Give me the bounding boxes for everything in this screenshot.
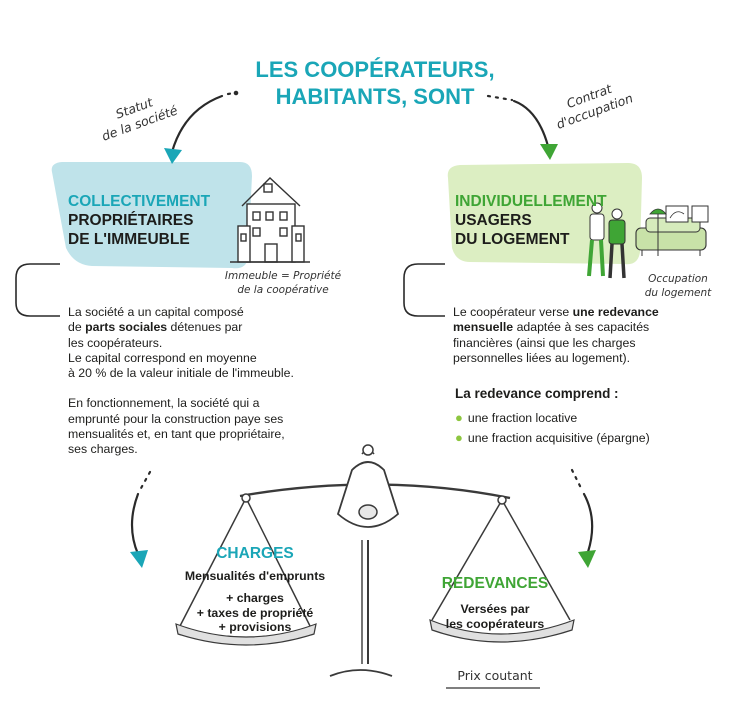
right-desc-line: personnelles liées au logement).: [453, 350, 631, 365]
right-desc-line: Le coopérateur verse une redevance: [453, 305, 723, 320]
left-desc-line: de parts sociales détenues par: [68, 320, 338, 335]
middle-right-arrow: [570, 468, 594, 554]
right-heading-line-2: USAGERS: [455, 212, 532, 229]
left-panel-heading: COLLECTIVEMENT PROPRIÉTAIRES DE L'IMMEUB…: [68, 192, 248, 249]
balance-scale: [179, 444, 571, 677]
redevances-subtitle-line: Versées par: [460, 602, 530, 616]
parts-sociales-emphasis: parts sociales: [85, 320, 168, 335]
right-desc-text: adaptée à ses capacités: [513, 320, 650, 335]
occupation-caption-line-2: du logement: [644, 287, 712, 299]
left-desc-text: détenues par: [167, 320, 243, 335]
left-desc-text: de: [68, 320, 86, 335]
occupation-caption-line-1: Occupation: [648, 273, 708, 285]
building-caption-line-1: Immeuble = Propriété: [224, 270, 342, 282]
left-panel-blob: [51, 162, 252, 269]
left-heading-highlight: COLLECTIVEMENT: [68, 193, 211, 210]
middle-left-arrow: [130, 470, 152, 556]
cost-price-label: Prix coutant: [457, 668, 533, 683]
right-panel-description: Le coopérateur verse une redevance mensu…: [453, 305, 723, 366]
left-desc-line: à 20 % de la valeur initiale de l'immeub…: [68, 366, 294, 381]
residents-illustration: [587, 202, 709, 279]
list-item: ● une fraction locative: [455, 408, 650, 428]
building-icon: [230, 177, 310, 263]
left-desc-line: En fonctionnement, la société qui a: [68, 396, 260, 411]
bullet-icon: ●: [455, 410, 463, 425]
occupation-caption: Occupation du logement: [626, 272, 730, 300]
left-bracket: [15, 263, 60, 317]
redevance-title: La redevance comprend :: [455, 386, 619, 401]
top-left-arrow: [170, 90, 239, 154]
redevances-subtitle-line: les coopérateurs: [445, 617, 545, 631]
middle-left-arrowhead: [130, 550, 148, 568]
mensuelle-emphasis: mensuelle: [453, 320, 514, 335]
charges-item: + taxes de propriété: [196, 605, 314, 620]
redevance-list: ● une fraction locative ● une fraction acq…: [455, 408, 650, 448]
left-desc-line: La société a un capital composé: [68, 305, 244, 319]
right-desc-line: financières (ainsi que les charges: [453, 335, 636, 350]
main-title-line-2: HABITANTS, SONT: [275, 84, 475, 109]
redevances-title: REDEVANCES: [441, 575, 549, 592]
charges-subtitle: Mensualités d'emprunts: [184, 569, 326, 583]
main-title: LES COOPÉRATEURS, HABITANTS, SONT: [210, 56, 540, 110]
right-panel-heading: INDIVIDUELLEMENT USAGERS DU LOGEMENT: [455, 192, 635, 249]
charges-list: + charges + taxes de propriété + provisi…: [165, 591, 345, 635]
building-caption-line-2: de la coopérative: [237, 284, 329, 296]
charges-title: CHARGES: [216, 545, 294, 562]
top-right-arrowhead: [540, 144, 558, 160]
left-scale-pan: [175, 623, 317, 646]
left-heading-line-2: PROPRIÉTAIRES: [68, 212, 194, 229]
list-item: ● une fraction acquisitive (épargne): [455, 428, 650, 448]
main-title-line-1: LES COOPÉRATEURS,: [255, 57, 495, 82]
charges-item: + charges: [226, 591, 284, 605]
paragraph-gap: [68, 381, 338, 396]
top-right-arrow: [486, 94, 550, 148]
right-heading-highlight: INDIVIDUELLEMENT: [455, 193, 607, 210]
left-desc-line: Le capital correspond en moyenne: [68, 350, 257, 365]
left-desc-line: emprunté pour la construction paye ses: [68, 411, 284, 426]
left-panel-description: La société a un capital composé de parts…: [68, 305, 338, 458]
right-heading-line-3: DU LOGEMENT: [455, 231, 570, 248]
left-heading-line-3: DE L'IMMEUBLE: [68, 231, 190, 248]
charges-item: + provisions: [218, 620, 292, 634]
redevances-subtitle: Versées par les coopérateurs: [420, 602, 570, 632]
right-scale-pan: [429, 619, 575, 643]
middle-right-arrowhead: [578, 550, 596, 568]
right-desc-line: mensuelle adaptée à ses capacités: [453, 320, 723, 335]
redevance-emphasis: une redevance: [572, 305, 659, 319]
bullet-icon: ●: [455, 430, 463, 445]
right-bracket: [403, 263, 445, 317]
right-desc-text: Le coopérateur verse: [453, 305, 573, 319]
left-desc-line: les coopérateurs.: [68, 335, 163, 350]
list-item-label: une fraction locative: [467, 411, 578, 425]
top-left-arrowhead: [164, 148, 182, 164]
left-desc-line: ses charges.: [68, 442, 138, 457]
building-caption: Immeuble = Propriété de la coopérative: [208, 269, 358, 297]
list-item-label: une fraction acquisitive (épargne): [467, 431, 650, 445]
left-desc-line: mensualités et, en tant que propriétaire…: [68, 427, 285, 442]
